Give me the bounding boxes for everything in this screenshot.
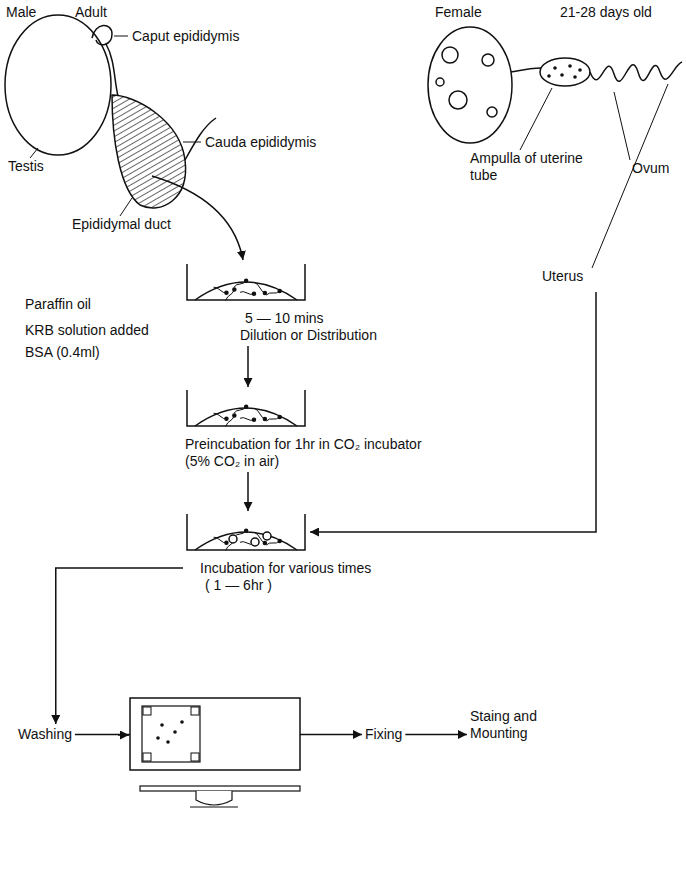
part-label: 21-28 days old (560, 4, 652, 21)
culture-dish (185, 388, 309, 432)
part-label: Ampulla of uterine tube (470, 150, 588, 184)
ovary-outline (428, 27, 512, 143)
culture-dish-step: 5 — 10 minsDilution or Distribution (185, 262, 415, 344)
leader-line (614, 92, 630, 160)
process-step: Fixing (365, 726, 402, 743)
leader-line (520, 88, 552, 150)
part-label: Paraffin oil (25, 296, 91, 313)
part-label: Cauda epididymis (205, 134, 316, 151)
ova-dots (156, 720, 184, 744)
cover-slip (142, 706, 200, 762)
cauda-epididymis (112, 95, 186, 208)
leader-line (30, 148, 38, 158)
culture-dish (185, 512, 309, 556)
part-label: Ovum (632, 160, 669, 177)
culture-dish-step: Incubation for various times( 1 — 6hr ) (185, 512, 405, 594)
step-text: Dilution or Distribution (185, 327, 415, 344)
coiled-tube (590, 62, 682, 81)
part-label: Adult (75, 4, 107, 21)
follicle (482, 54, 494, 66)
step-text: Washing (18, 726, 72, 743)
uterine-tube (511, 68, 541, 72)
caput-epididymis (92, 25, 112, 44)
process-step: Washing (18, 726, 72, 743)
part-label: Testis (8, 158, 44, 175)
follicle (449, 91, 467, 109)
part-label: KRB solution added (25, 322, 149, 339)
leader-line (120, 198, 132, 216)
coverslip-section (196, 791, 232, 805)
slide-arrow (118, 734, 129, 736)
part-label: Female (435, 4, 482, 21)
process-step: Staing and Mounting (470, 708, 546, 742)
ampulla (540, 58, 590, 86)
follicle (487, 107, 497, 117)
step-text: Incubation for various times (185, 560, 405, 577)
leader-line (114, 36, 128, 37)
step-text: Fixing (365, 726, 402, 743)
glass-slide (130, 698, 300, 770)
step-text: Staing and Mounting (470, 708, 546, 742)
step-text: 5 — 10 mins (185, 310, 415, 327)
part-label: Caput epididymis (132, 28, 239, 45)
follicle (436, 78, 444, 86)
flow-arrow (247, 346, 249, 387)
culture-dish-step: Preincubation for 1hr in CO₂ incubator (… (185, 388, 435, 470)
culture-dish (185, 262, 309, 306)
follicle (442, 47, 458, 63)
step-text: Preincubation for 1hr in CO₂ incubator (… (185, 436, 435, 470)
epididymal-tube (106, 44, 118, 96)
part-label: Male (6, 4, 36, 21)
wax-spots (143, 707, 199, 761)
part-label: Uterus (542, 268, 583, 285)
ova-dots (547, 64, 582, 79)
leader-line (183, 142, 201, 143)
part-label: Epididymal duct (72, 216, 171, 233)
slide-section (190, 806, 238, 807)
flow-arrow (405, 734, 467, 736)
slide-section (140, 786, 300, 791)
flow-arrow (247, 472, 249, 511)
testis-outline (5, 15, 111, 155)
part-label: BSA (0.4ml) (25, 344, 100, 361)
step-text: ( 1 — 6hr ) (185, 577, 405, 594)
